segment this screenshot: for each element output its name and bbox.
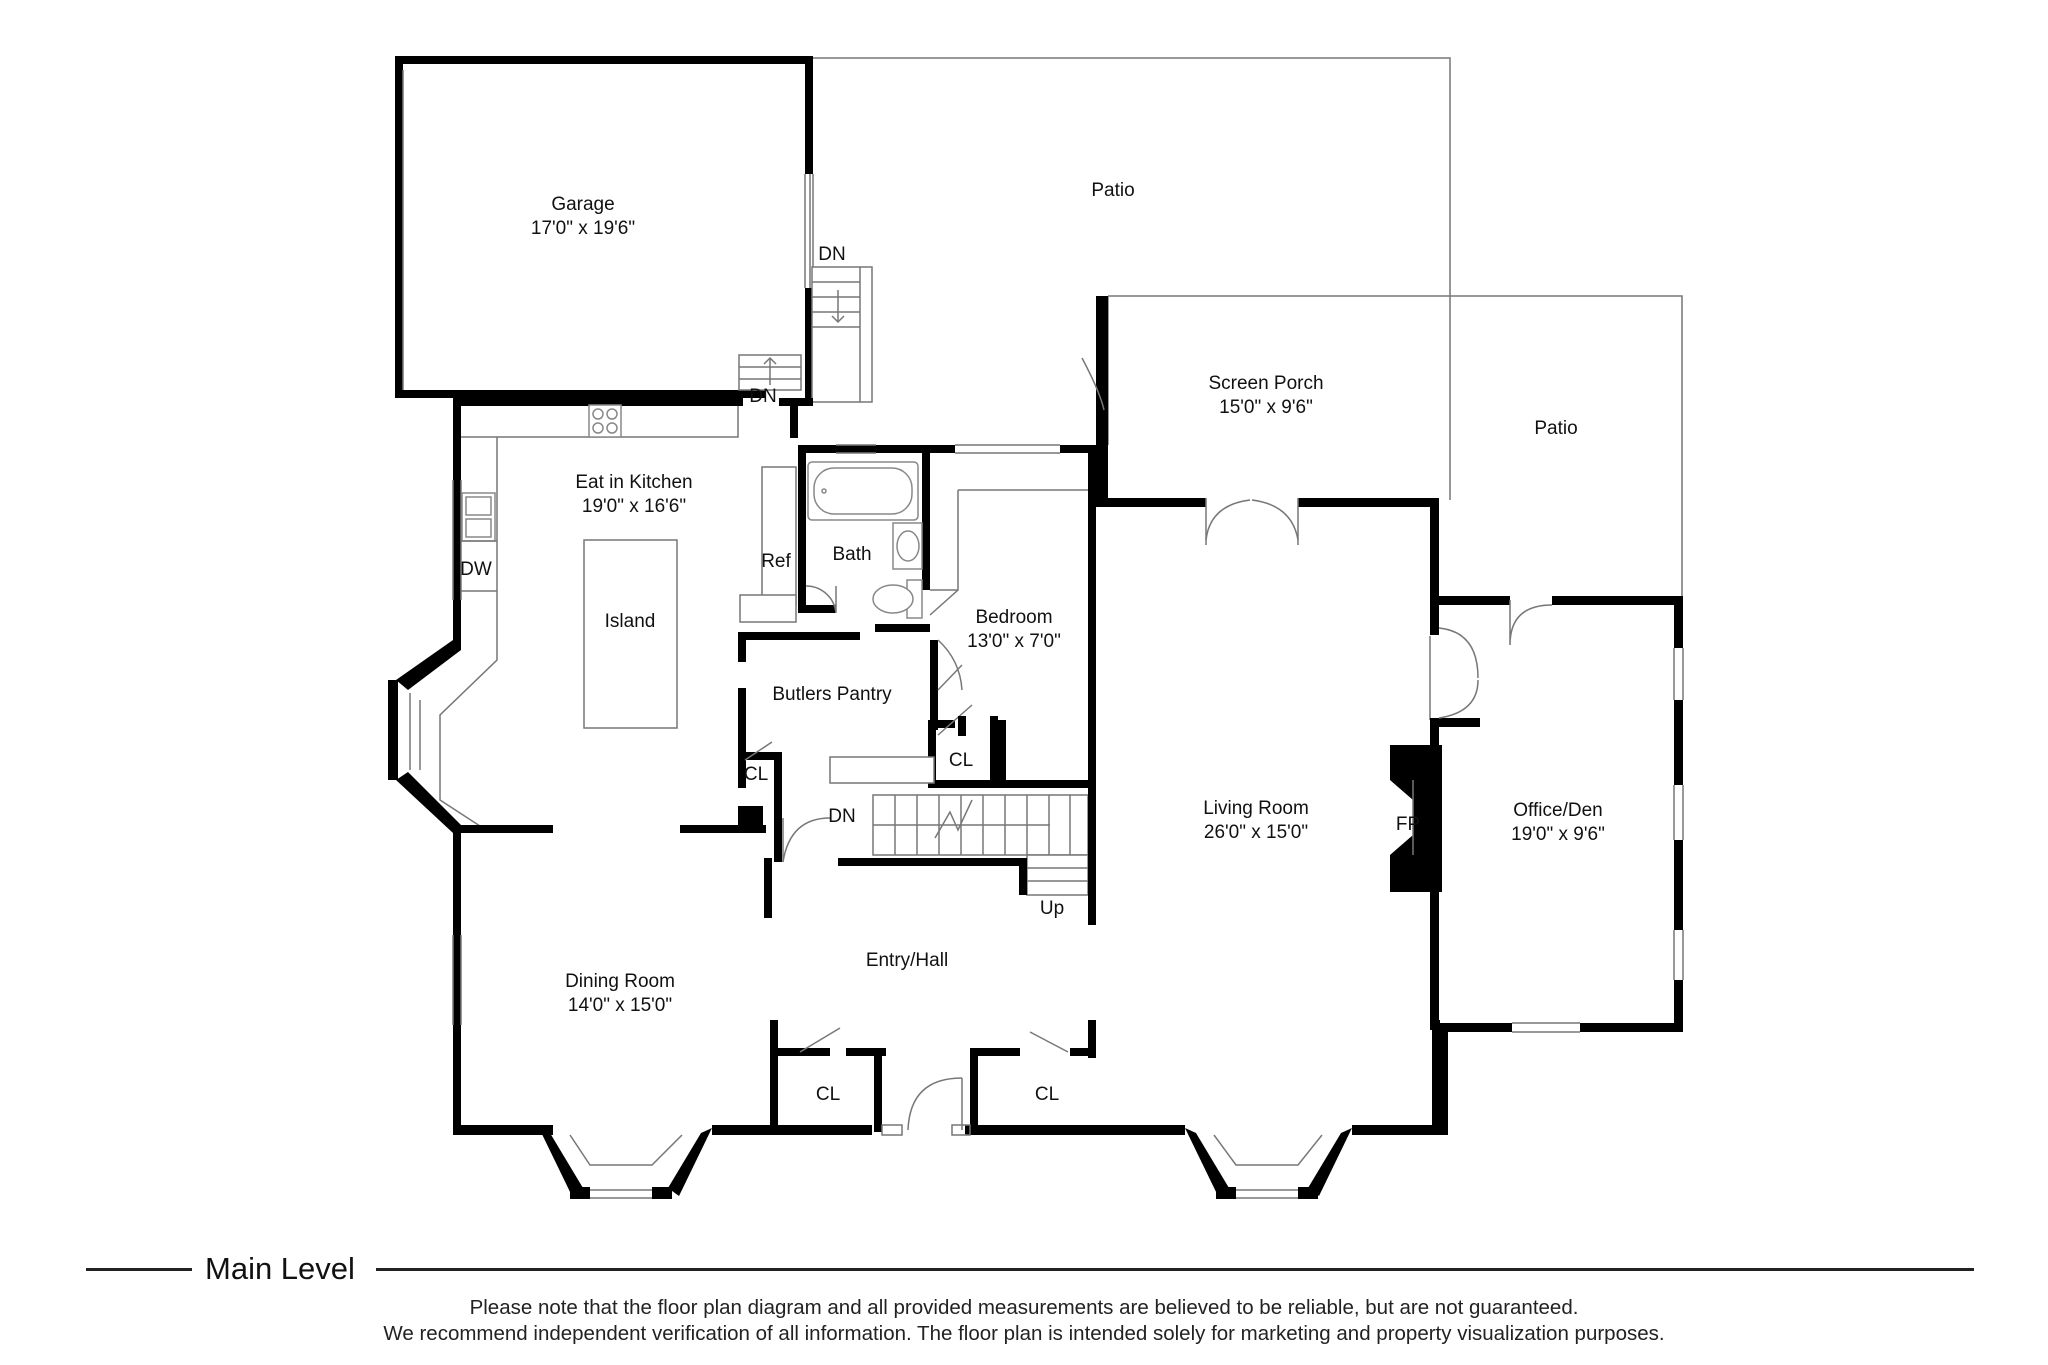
kitchen-dims: 19'0" x 16'6" [582,496,686,517]
office-dims: 19'0" x 9'6" [1511,824,1605,845]
garage-stair-dn-label: DN [818,244,845,265]
pantry-walls [453,632,860,918]
cl-entry-left-label: CL [816,1084,840,1105]
bath-name: Bath [832,544,871,565]
kitchen-island [583,539,678,729]
garage-door-stair [738,354,802,391]
bedroom-name: Bedroom [975,607,1052,628]
living-room-dims: 26'0" x 15'0" [1204,822,1308,843]
patio-right-name: Patio [1534,418,1577,439]
living-room-name: Living Room [1203,798,1309,819]
kitchen-bay-window [388,640,461,833]
dw-label: DW [460,559,492,580]
living-bay-window [1185,1128,1352,1199]
garage [395,56,814,398]
cl-bedroom-label: CL [949,750,973,771]
level-title: Main Level [205,1251,355,1286]
office-name: Office/Den [1513,800,1602,821]
refrigerator [739,466,797,623]
stair-up-label: Up [1040,898,1064,919]
garage-stair [811,266,873,403]
dining-room-name: Dining Room [565,971,675,992]
butlers-pantry-name: Butlers Pantry [772,684,892,705]
patio-outlines [809,57,1683,596]
dining-bay-window [539,1128,712,1199]
stair-dn-label: DN [828,806,855,827]
kitchen-counters [439,404,739,829]
bedroom-walls [875,444,1100,925]
garage-door-dn-label: DN [749,386,776,407]
entry-hall-name: Entry/Hall [866,950,948,971]
floor-plan: Garage 17'0" x 19'6" Patio DN DN Screen … [388,56,1684,1199]
ref-label: Ref [761,551,791,572]
bedroom-dims: 13'0" x 7'0" [967,631,1061,652]
office-walls [1430,596,1684,1033]
footer-rule-left [86,1268,192,1271]
screen-porch-dims: 15'0" x 9'6" [1219,397,1313,418]
dining-entry-walls [452,825,1448,1135]
screen-porch-name: Screen Porch [1208,373,1323,394]
kitchen-walls [452,398,813,650]
patio-top-name: Patio [1091,180,1134,201]
porch-door-swing [1081,357,1105,411]
fp-label: FP [1396,814,1420,835]
entry-closets [770,1020,1096,1136]
disclaimer-line-2: We recommend independent verification of… [383,1322,1665,1345]
main-stair [829,756,1096,925]
cl-pantry-label: CL [744,764,768,785]
disclaimer-line-1: Please note that the floor plan diagram … [469,1296,1579,1319]
dining-room-dims: 14'0" x 15'0" [568,995,672,1016]
cl-entry-right-label: CL [1035,1084,1059,1105]
garage-dims: 17'0" x 19'6" [531,218,635,239]
bath [798,444,936,619]
kitchen-name: Eat in Kitchen [575,472,692,493]
garage-name: Garage [551,194,614,215]
footer-rule-right [376,1268,1974,1271]
island-name: Island [605,611,656,632]
living-room-walls [1096,296,1442,1135]
